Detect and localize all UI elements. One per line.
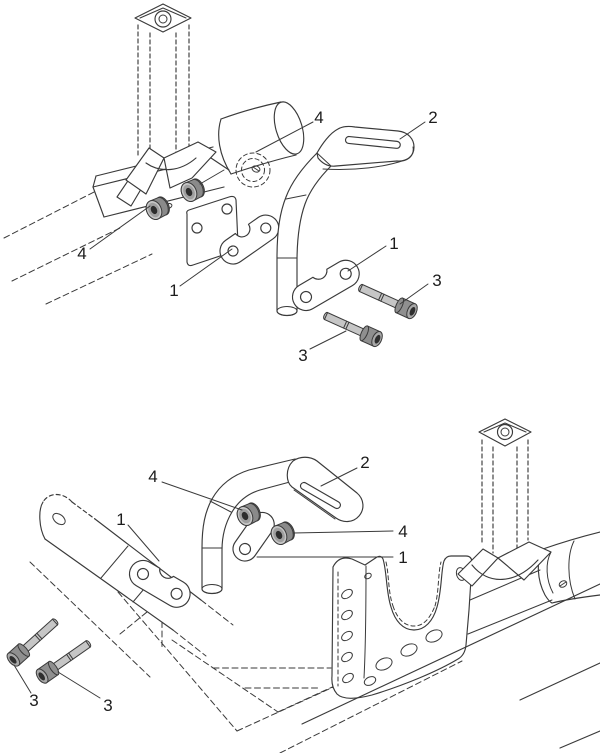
lever-slot (299, 481, 341, 510)
leader-lines (89, 121, 429, 350)
callout-label-4: 4 (148, 467, 157, 486)
clamp-half-mounted (219, 214, 280, 265)
square-post-phantom (134, 3, 192, 171)
plate-hole (364, 572, 372, 580)
socket-bolt (320, 307, 385, 349)
round-tube (537, 531, 600, 604)
plate-slot (341, 630, 353, 642)
plate-slot (341, 609, 353, 621)
post-saddle-bracket (457, 541, 552, 587)
socket-bolt (33, 635, 95, 686)
clamp-hole (227, 245, 239, 257)
plate-slot (341, 651, 353, 663)
perforated-plate (331, 555, 473, 699)
phantom-frame-lines (3, 190, 153, 305)
clamp-hole (238, 542, 252, 556)
plate-hole (375, 657, 393, 671)
boss-hidden-circle (235, 152, 271, 188)
callout-label-3: 3 (29, 691, 38, 710)
clamp-half-loose (291, 259, 360, 312)
callout-label-4: 4 (398, 522, 407, 541)
callout-label-2: 2 (428, 108, 437, 127)
socket-bolt (4, 614, 63, 669)
clamp-hole (339, 267, 352, 280)
clamp-hole (136, 567, 150, 581)
top-view: 4 2 1 3 3 4 1 (3, 3, 442, 365)
plate-hole (191, 222, 203, 234)
frame-rail-lines (301, 583, 600, 749)
phantom-frame-lines (29, 561, 463, 753)
post-cap (134, 3, 192, 33)
bottom-view: 4 1 2 4 1 3 3 (4, 418, 600, 753)
cross-tube (218, 101, 305, 188)
plate-slot (341, 588, 353, 600)
arm-hole (52, 512, 66, 526)
callout-label-1: 1 (389, 234, 398, 253)
plate-hole (221, 203, 233, 215)
plate-hole (400, 643, 418, 657)
callout-label-3: 3 (298, 346, 307, 365)
callout-label-1: 1 (169, 281, 178, 300)
plate-slot (342, 672, 354, 684)
post-saddle-bracket (116, 141, 217, 207)
callout-label-3: 3 (103, 696, 112, 715)
post-cap (478, 418, 532, 447)
callout-label-1: 1 (398, 548, 407, 567)
callout-label-4: 4 (314, 108, 323, 127)
callout-label-1: 1 (116, 510, 125, 529)
clamp-hole (170, 587, 183, 600)
clamp-half-loose (128, 559, 191, 608)
callout-label-3: 3 (432, 271, 441, 290)
lever-slot (344, 135, 401, 149)
leader-lines (13, 467, 394, 699)
square-post-phantom (478, 418, 532, 554)
callout-label-4: 4 (77, 244, 86, 263)
lever-arm-part (276, 125, 415, 317)
plate-hole (363, 676, 377, 686)
boss-hidden-circle (241, 158, 265, 182)
socket-bolt (355, 279, 420, 321)
clamp-hole (260, 222, 272, 234)
plate-hole (425, 629, 443, 643)
callout-label-2: 2 (360, 453, 369, 472)
clamp-hole (299, 290, 313, 304)
